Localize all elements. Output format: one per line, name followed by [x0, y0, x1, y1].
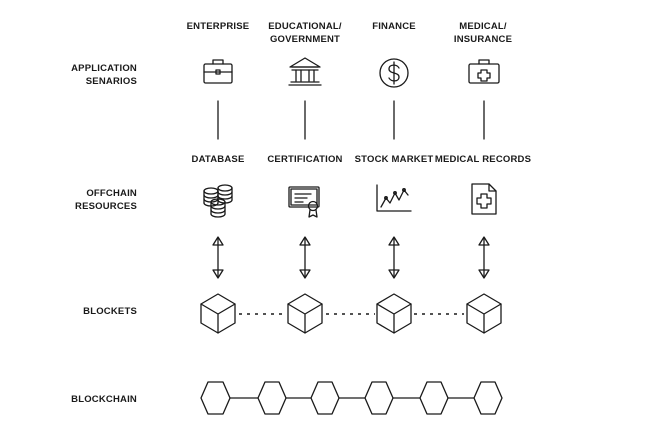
hexagon-node: [310, 381, 340, 415]
cube-icon: [287, 293, 323, 334]
scenario-label-finance: FINANCE: [372, 21, 416, 32]
briefcase-icon: [203, 59, 233, 84]
row-label-blockets: BLOCKETS: [83, 306, 137, 317]
scenario-label-enterprise: ENTERPRISE: [186, 21, 250, 32]
hexagon-node: [364, 381, 394, 415]
resource-label-stock-market: STOCK MARKET: [354, 154, 434, 165]
double-arrow-icon: [212, 236, 224, 279]
certificate-icon: [288, 186, 320, 218]
stock-chart-icon: [376, 184, 412, 212]
cube-icon: [200, 293, 236, 334]
double-arrow-icon: [299, 236, 311, 279]
dollar-coin-icon: [379, 58, 409, 88]
hexagon-node: [200, 381, 231, 415]
scenario-label-educational-government: EDUCATIONAL/ GOVERNMENT: [268, 21, 342, 45]
medical-record-icon: [471, 183, 497, 215]
resource-label-certification: CERTIFICATION: [267, 154, 343, 165]
cube-icon: [466, 293, 502, 334]
blockchain-nodes: [200, 381, 503, 415]
hexagon-node: [257, 381, 287, 415]
double-arrow-icon: [388, 236, 400, 279]
cube-icon: [376, 293, 412, 334]
scenario-connectors: [217, 100, 485, 140]
hexagon-node: [419, 381, 449, 415]
row-label-blockchain: BLOCKCHAIN: [71, 394, 137, 405]
row-label-application-scenarios: APPLICATION SENARIOS: [71, 63, 137, 87]
hexagon-node: [473, 381, 503, 415]
row-label-offchain-resources: OFFCHAIN RESOURCES: [75, 188, 137, 212]
resource-label-database: DATABASE: [191, 154, 245, 165]
scenario-label-medical-insurance: MEDICAL/ INSURANCE: [453, 21, 513, 45]
medical-kit-icon: [468, 59, 500, 84]
offchain-arrows: [212, 236, 490, 279]
resource-label-medical-records: MEDICAL RECORDS: [434, 154, 532, 165]
database-icon: [203, 184, 233, 218]
blocklet-cubes: [200, 293, 502, 334]
institution-icon: [288, 57, 322, 86]
double-arrow-icon: [478, 236, 490, 279]
